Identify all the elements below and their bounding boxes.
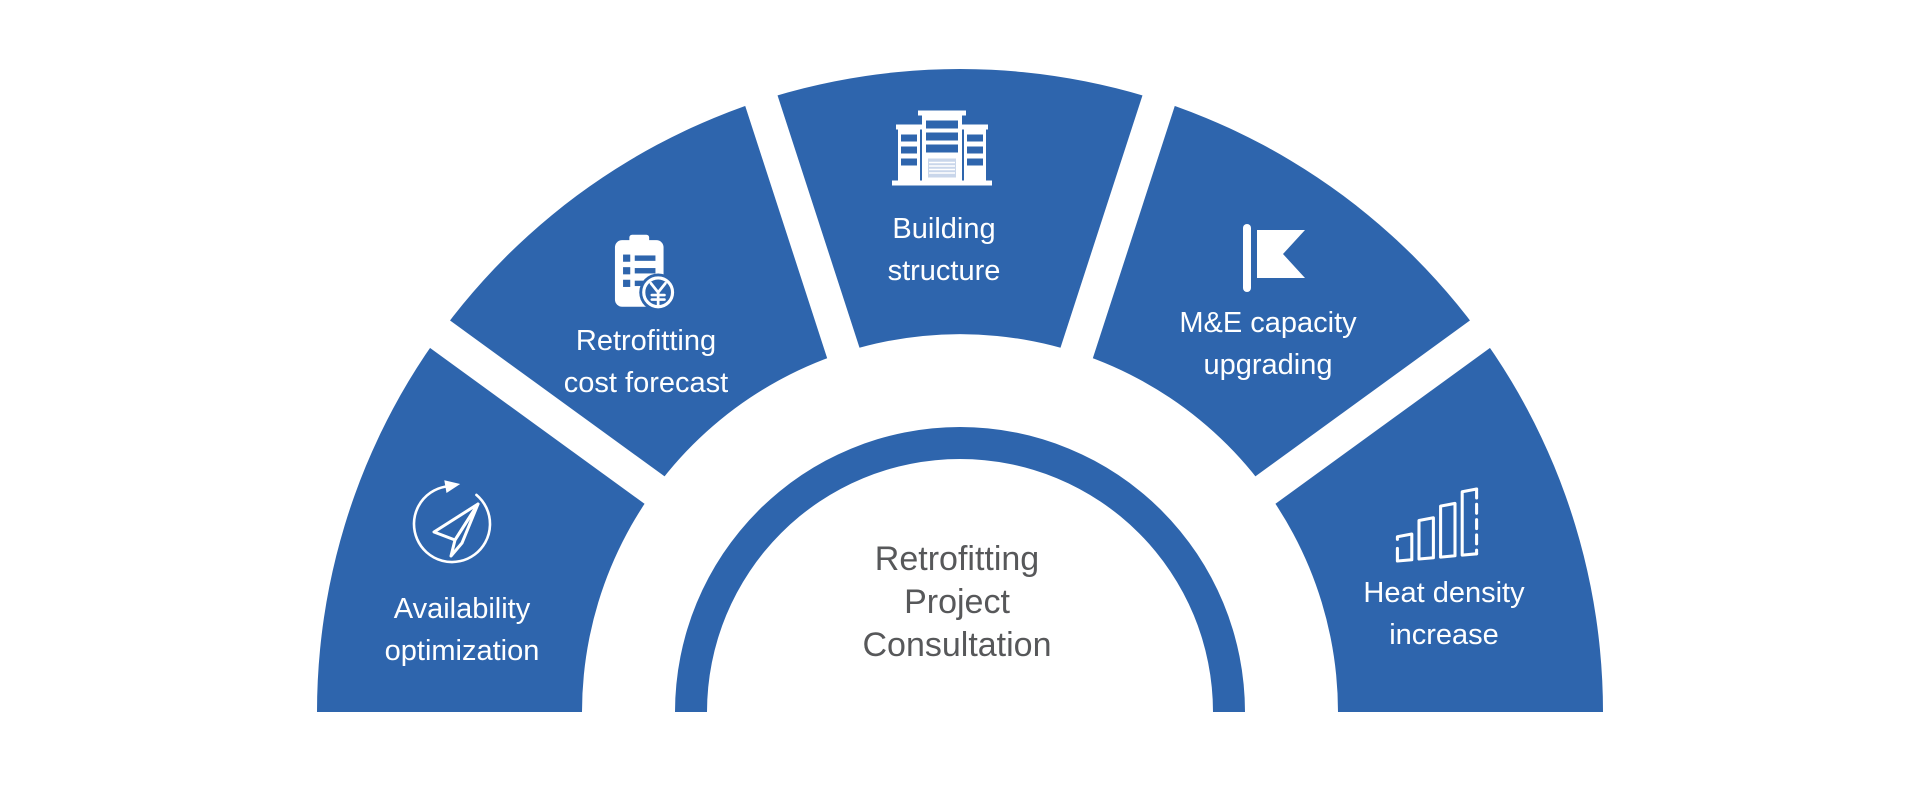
building-icon: [892, 110, 992, 186]
segment-separators: [399, 60, 1521, 521]
segment-label-line: upgrading: [1204, 349, 1333, 381]
center-title-line: Project: [904, 583, 1010, 621]
segments-arc-band: [317, 69, 1603, 712]
separator-4-5: [1233, 298, 1521, 521]
building-door: [928, 158, 956, 178]
flag-icon: [1243, 224, 1305, 292]
separator-2-3: [733, 60, 869, 385]
segment-label-line: Building: [892, 213, 995, 245]
segment-heat-density-increase: Heat density increase: [1363, 487, 1525, 651]
segment-label-line: increase: [1389, 619, 1499, 651]
center-title-line: Consultation: [862, 626, 1051, 664]
rising-bars-icon: [1395, 487, 1479, 563]
segment-label-line: cost forecast: [564, 367, 728, 399]
segment-label-line: Availability: [394, 593, 531, 625]
paper-plane-cycle-icon: [412, 480, 492, 564]
segment-label-line: Heat density: [1363, 577, 1525, 609]
cost-clipboard-yen-icon: [614, 234, 678, 312]
segment-label-line: structure: [888, 255, 1001, 287]
segment-building-structure: Building structure: [888, 110, 1001, 287]
center-title-line: Retrofitting: [875, 540, 1039, 578]
segment-retrofitting-cost-forecast: Retrofitting cost forecast: [564, 234, 728, 399]
separator-1-2: [399, 298, 687, 521]
separator-3-4: [1051, 60, 1187, 385]
segment-label-line: M&E capacity: [1179, 307, 1357, 339]
segment-label-line: optimization: [385, 635, 540, 667]
segment-label-line: Retrofitting: [576, 325, 716, 357]
segment-availability-optimization: Availability optimization: [385, 480, 540, 667]
inner-ring: [675, 427, 1245, 712]
segment-me-capacity-upgrading: M&E capacity upgrading: [1179, 224, 1357, 381]
center-title: Retrofitting Project Consultation: [862, 540, 1051, 664]
